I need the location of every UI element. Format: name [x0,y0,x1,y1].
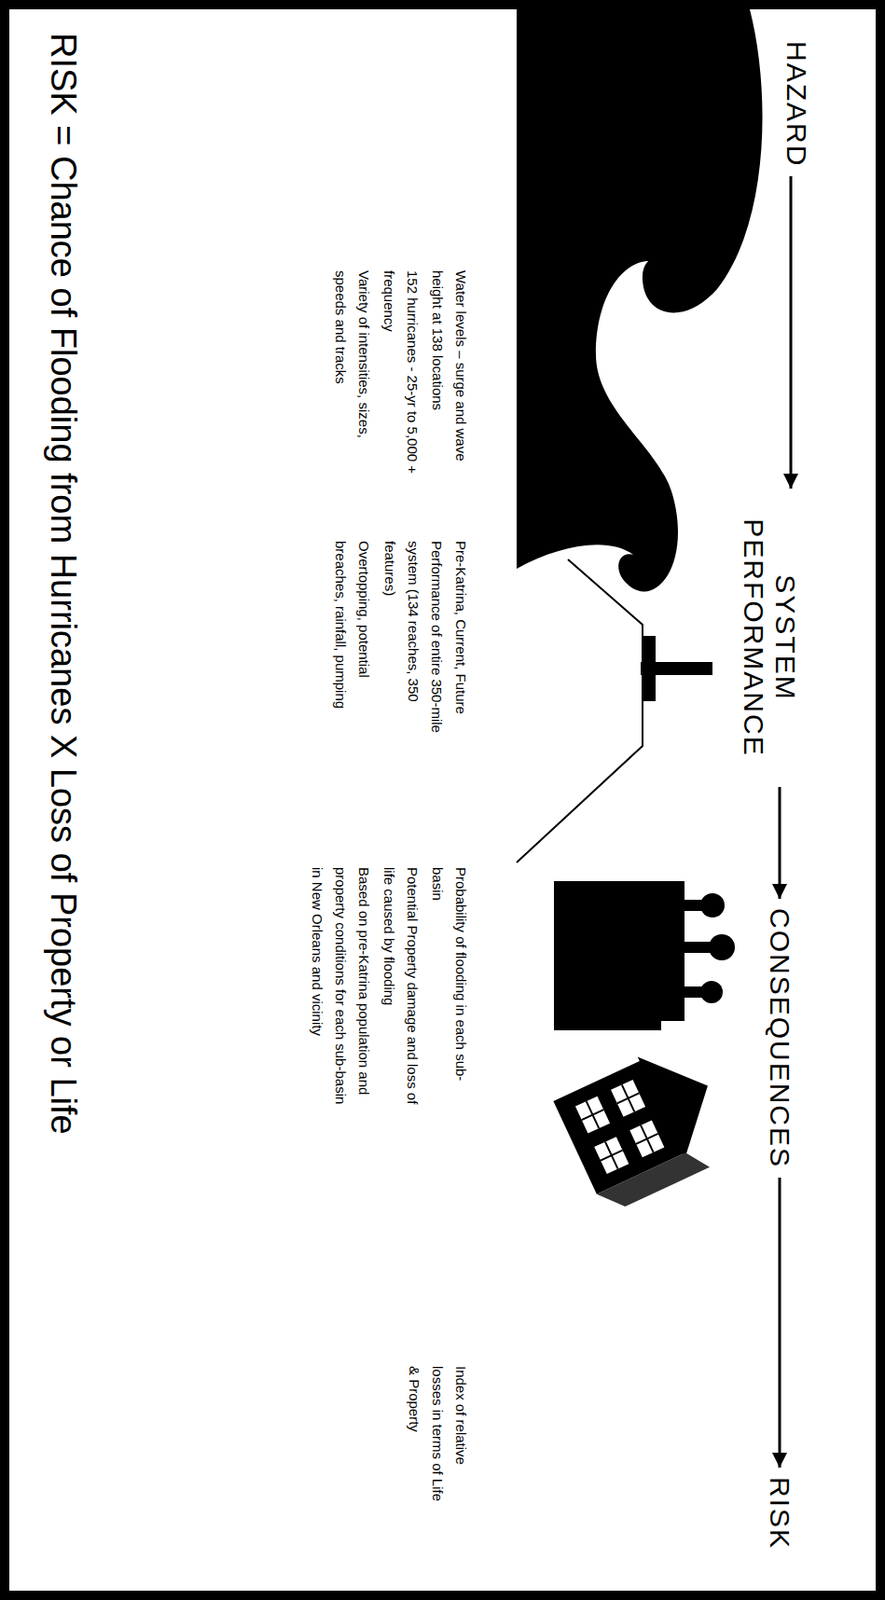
stage-heading: HAZARD [778,37,815,171]
building-icon [553,881,735,1031]
description-text: Performance of entire 350-mile system (1… [378,540,449,737]
description-text: Index of relative losses in terms of Lif… [402,1366,473,1507]
description-text: 152 hurricanes - 25-yr to 5,000 + freque… [377,270,425,478]
flow-arrow [789,176,793,489]
description-text: Pre-Katrina, Current, Future [449,540,473,737]
heading-text: RISK [763,1477,796,1550]
heading-text: CONSEQUENCES [763,908,796,1169]
description-text: Water levels – surge and wave height at … [426,270,473,478]
illustration [9,9,876,1591]
wave-illustration [516,9,763,592]
risk-formula: RISK = Chance of Flooding from Hurricane… [41,32,85,1563]
stage-heading: SYSTEM PERFORMANCE [736,494,803,782]
description-text: Variety of intensities, sizes, speeds an… [329,270,376,478]
description-text: Potential Property damage and loss of li… [377,867,425,1106]
flow-arrow [778,1177,782,1468]
connector-layer [9,9,876,1591]
description-text: Overtopping, potential breaches, rainfal… [329,540,376,737]
heading-text: SYSTEM PERFORMANCE [738,497,802,778]
t-wall-footing [642,636,656,702]
description-text: Probability of flooding in each sub-basi… [426,867,473,1106]
levee-outline [516,559,643,863]
heading-text: HAZARD [780,41,813,167]
description-text: Based on pre-Katrina population and prop… [305,867,376,1106]
stage-heading: RISK [761,1473,798,1554]
stage-heading: CONSEQUENCES [761,904,798,1173]
flow-arrow [778,787,782,899]
house-icon [551,1035,739,1216]
